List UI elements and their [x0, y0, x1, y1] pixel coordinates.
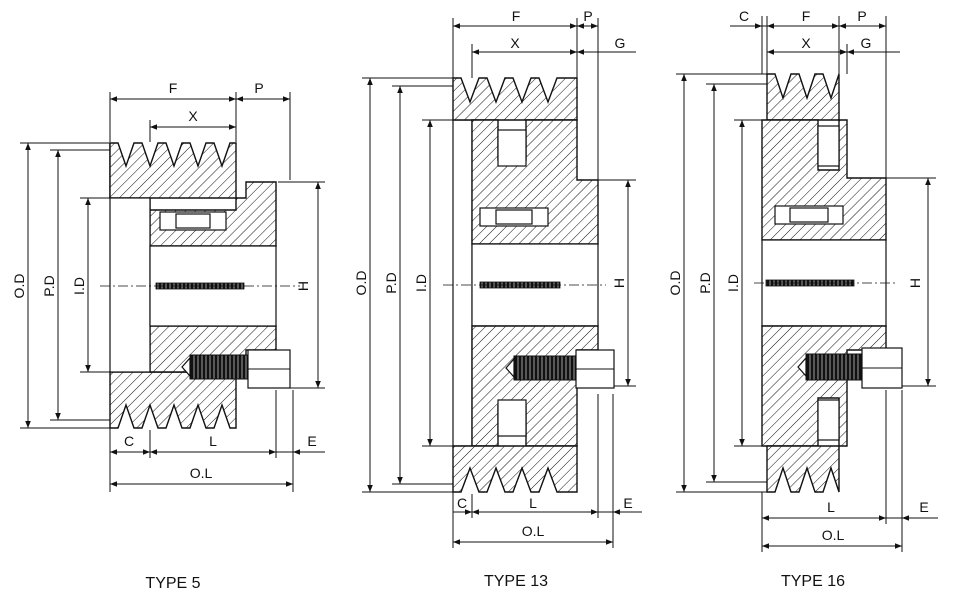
dim-g: G	[615, 35, 626, 51]
dim-pd: P.D	[697, 272, 713, 294]
dim-od: O.D	[667, 271, 683, 296]
caption-type-5: TYPE 5	[145, 575, 200, 592]
dim-ol: O.L	[190, 465, 213, 481]
dim-h: H	[907, 278, 923, 288]
type-13-drawing	[362, 18, 642, 548]
dim-e: E	[919, 499, 928, 515]
dim-f: F	[169, 80, 178, 96]
dim-h: H	[611, 278, 627, 288]
dim-x: X	[188, 108, 198, 124]
dim-id: I.D	[413, 274, 429, 292]
type-16-labels: C F P X G O.D P.D I.D H L E O.L TYPE 16	[667, 8, 929, 590]
dim-id: I.D	[725, 274, 741, 292]
dim-g: G	[861, 35, 872, 51]
dim-pd: P.D	[41, 275, 57, 297]
dim-f: F	[802, 8, 811, 24]
dim-f: F	[512, 8, 521, 24]
dim-x: X	[801, 35, 811, 51]
dim-c: C	[739, 8, 749, 24]
dim-c: C	[124, 433, 134, 449]
type-5-drawing	[20, 92, 325, 492]
dim-pd: P.D	[383, 272, 399, 294]
dim-od: O.D	[353, 271, 369, 296]
caption-type-13: TYPE 13	[484, 573, 548, 590]
dim-l: L	[827, 499, 835, 515]
type-16-drawing	[676, 16, 938, 552]
caption-type-16: TYPE 16	[781, 573, 845, 590]
dim-ol: O.L	[822, 527, 845, 543]
dim-p: P	[583, 8, 592, 24]
dim-id: I.D	[71, 277, 87, 295]
dim-x: X	[510, 35, 520, 51]
dim-ol: O.L	[522, 523, 545, 539]
dim-e: E	[623, 495, 632, 511]
dim-e: E	[307, 433, 316, 449]
dim-l: L	[209, 433, 217, 449]
dim-c: C	[457, 495, 467, 511]
dim-h: H	[295, 281, 311, 291]
type-13-labels: F P X G O.D P.D I.D H C L E O.L TYPE 13	[353, 8, 633, 590]
dim-od: O.D	[11, 274, 27, 299]
dim-p: P	[857, 8, 866, 24]
dim-p: P	[254, 80, 263, 96]
dim-l: L	[529, 495, 537, 511]
type-5-labels: F P X O.D P.D I.D H C L E O.L TYPE 5	[11, 80, 317, 592]
